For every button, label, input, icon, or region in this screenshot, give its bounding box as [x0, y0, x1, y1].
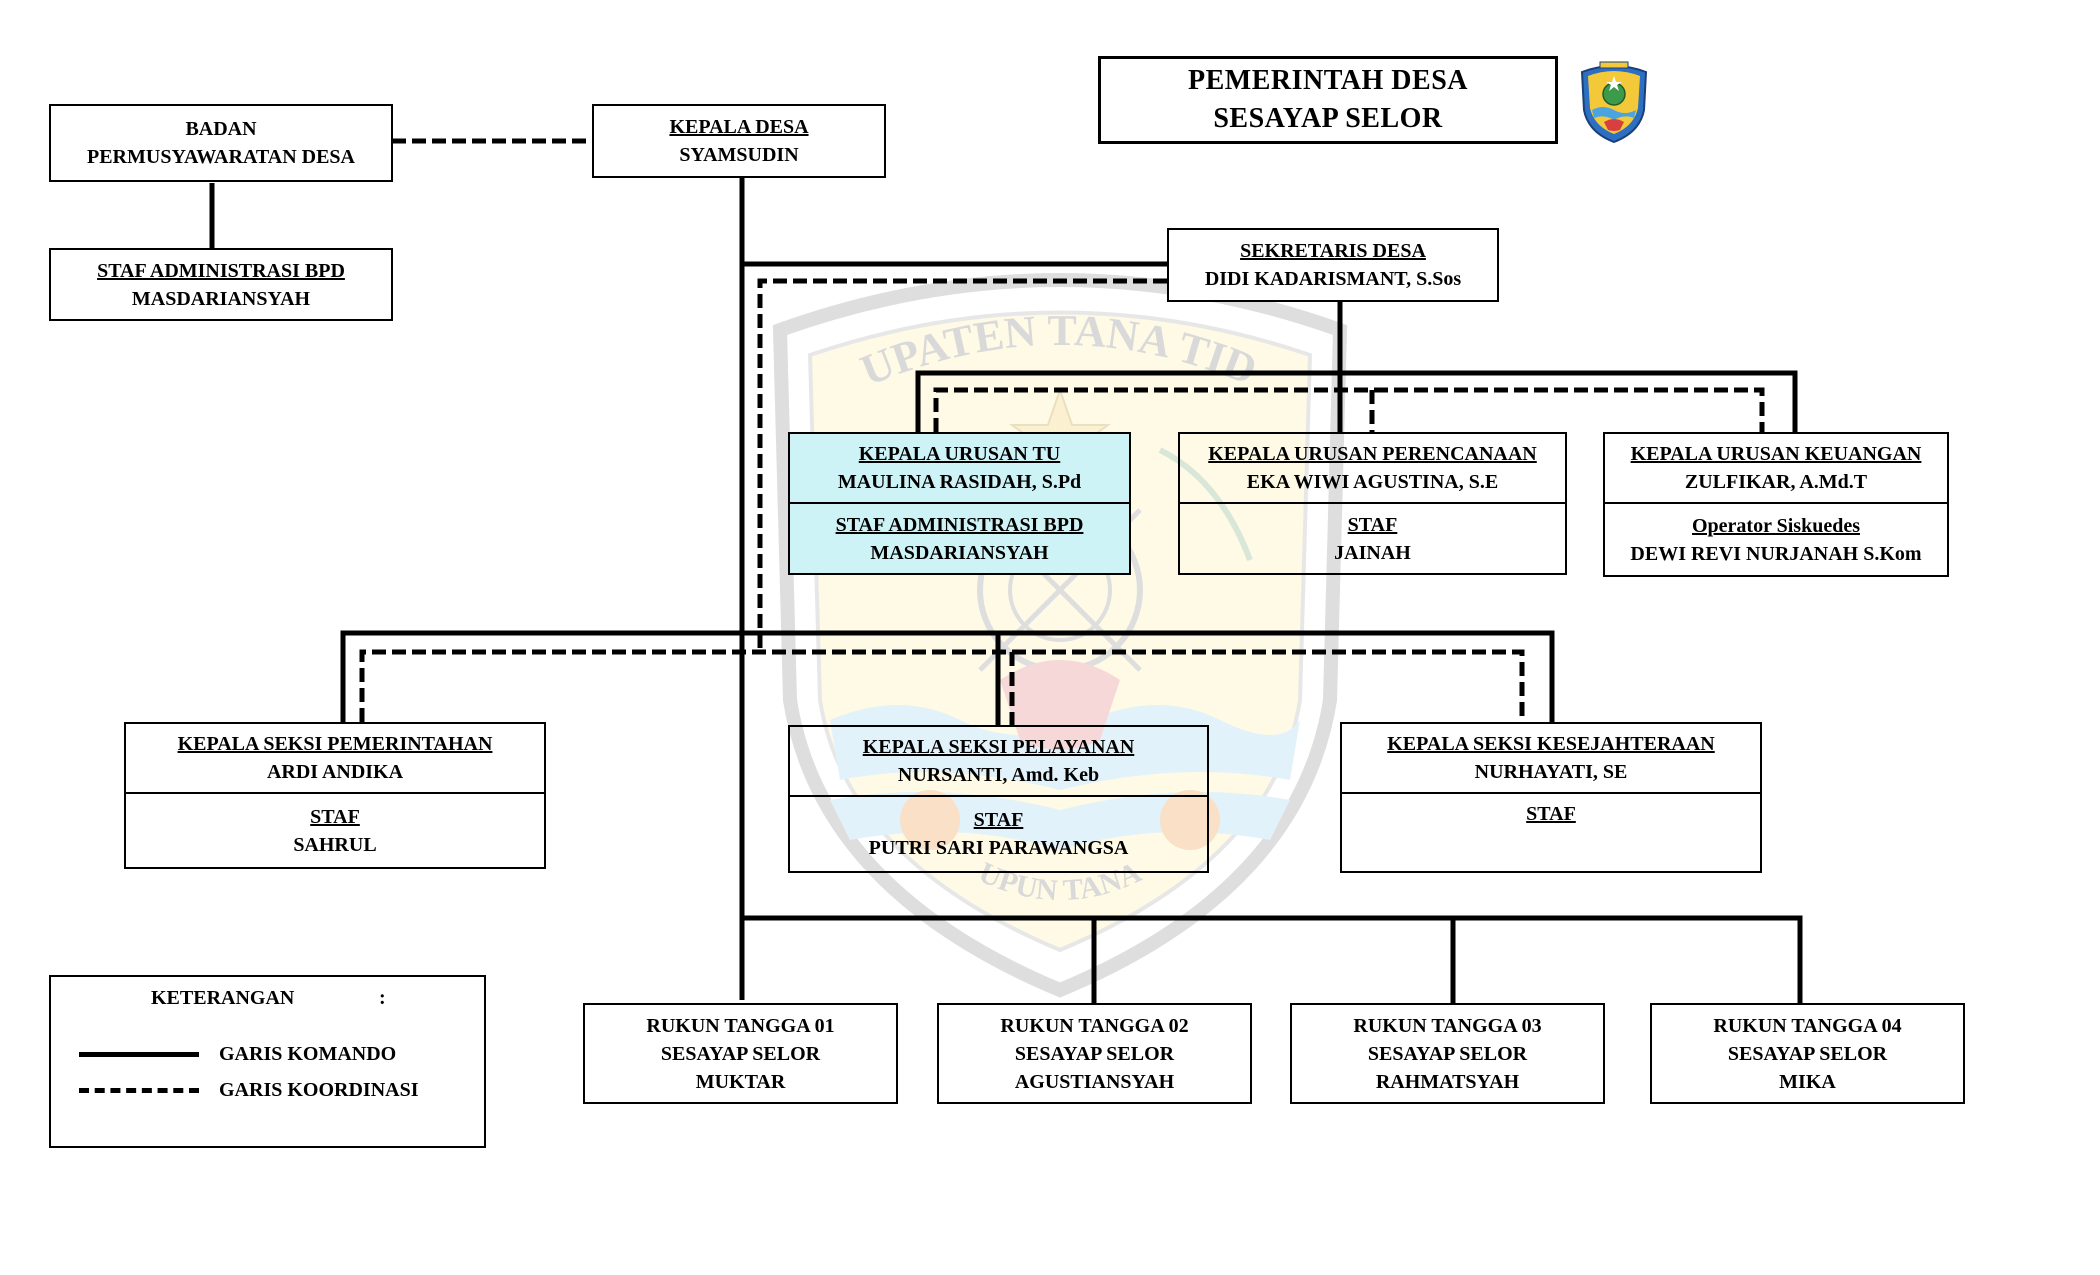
kaur-perencanaan-name: EKA WIWI AGUSTINA, S.E: [1246, 471, 1499, 493]
kasi-pelayanan-staff: STAF PUTRI SARI PARAWANGSA: [790, 797, 1207, 871]
rt-03-box: RUKUN TANGGA 03 SESAYAP SELOR RAHMATSYAH: [1290, 1003, 1605, 1104]
kaur-tu-staff-title: STAF ADMINISTRASI BPD: [835, 513, 1084, 536]
sekretaris-title: SEKRETARIS DESA: [1240, 240, 1426, 262]
rt-04-line2: SESAYAP SELOR: [1727, 1042, 1888, 1065]
header-line2: SESAYAP SELOR: [1213, 103, 1443, 134]
bpd-staff-name: MASDARIANSYAH: [131, 287, 311, 310]
kaur-tu-staff: STAF ADMINISTRASI BPD MASDARIANSYAH: [790, 504, 1129, 573]
line-kaur-command: [915, 370, 1798, 432]
kaur-perencanaan-staff: STAF JAINAH: [1180, 504, 1565, 573]
kaur-keuangan-head: KEPALA URUSAN KEUANGAN ZULFIKAR, A.Md.T: [1605, 434, 1947, 504]
kasi-pelayanan-box: KEPALA SEKSI PELAYANAN NURSANTI, Amd. Ke…: [788, 725, 1209, 873]
kasi-kesejahteraan-name: NURHAYATI, SE: [1474, 761, 1628, 783]
kaur-tu-box: KEPALA URUSAN TU MAULINA RASIDAH, S.Pd S…: [788, 432, 1131, 575]
bpd-line1: BADAN: [185, 118, 257, 140]
kaur-perencanaan-staff-name: JAINAH: [1334, 541, 1411, 564]
kasi-kesejahteraan-staff-title: STAF: [1526, 803, 1576, 825]
rt-01-line2: SESAYAP SELOR: [660, 1042, 821, 1065]
kasi-pemerintahan-title: KEPALA SEKSI PEMERINTAHAN: [177, 733, 493, 755]
header-title-box: PEMERINTAH DESA SESAYAP SELOR: [1098, 56, 1558, 144]
kepala-desa-title: KEPALA DESA: [669, 116, 809, 138]
rt-02-line3: AGUSTIANSYAH: [1014, 1070, 1175, 1093]
kepala-desa-box: KEPALA DESA SYAMSUDIN: [592, 104, 886, 178]
kaur-keuangan-name: ZULFIKAR, A.Md.T: [1684, 471, 1868, 493]
rt-04-line1: RUKUN TANGGA 04: [1713, 1014, 1902, 1037]
kaur-perencanaan-box: KEPALA URUSAN PERENCANAAN EKA WIWI AGUST…: [1178, 432, 1567, 575]
legend-dashed-line: [79, 1087, 199, 1093]
kaur-perencanaan-staff-title: STAF: [1347, 513, 1398, 536]
line-kasi-koordinasi: [359, 649, 1525, 722]
bpd-staff-box: STAF ADMINISTRASI BPD MASDARIANSYAH: [49, 248, 393, 321]
kaur-keuangan-staff-name: DEWI REVI NURJANAH S.Kom: [1630, 542, 1922, 565]
rt-04-line3: MIKA: [1779, 1070, 1836, 1093]
kasi-kesejahteraan-title: KEPALA SEKSI KESEJAHTERAAN: [1387, 733, 1715, 755]
kasi-pemerintahan-name: ARDI ANDIKA: [266, 761, 404, 783]
legend-solid-line: [79, 1051, 199, 1057]
bpd-staff-title: STAF ADMINISTRASI BPD: [97, 259, 345, 282]
rt-02-line2: SESAYAP SELOR: [1014, 1042, 1175, 1065]
kasi-pelayanan-staff-name: PUTRI SARI PARAWANGSA: [868, 837, 1129, 859]
kasi-pelayanan-head: KEPALA SEKSI PELAYANAN NURSANTI, Amd. Ke…: [790, 727, 1207, 797]
bpd-box: BADAN PERMUSYAWARATAN DESA: [49, 104, 393, 182]
kaur-tu-title: KEPALA URUSAN TU: [858, 443, 1061, 465]
kaur-keuangan-title: KEPALA URUSAN KEUANGAN: [1630, 443, 1922, 465]
kaur-perencanaan-head: KEPALA URUSAN PERENCANAAN EKA WIWI AGUST…: [1180, 434, 1565, 504]
kasi-pemerintahan-staff-title: STAF: [310, 805, 360, 828]
bpd-line2: PERMUSYAWARATAN DESA: [87, 146, 355, 168]
rt-01-line3: MUKTAR: [695, 1070, 786, 1093]
kaur-tu-name: MAULINA RASIDAH, S.Pd: [837, 471, 1082, 493]
legend-colon: :: [379, 987, 386, 1009]
rt-03-line2: SESAYAP SELOR: [1367, 1042, 1528, 1065]
kabupaten-tana-tidung-emblem-icon: [1580, 61, 1648, 144]
kasi-pelayanan-staff-title: STAF: [973, 809, 1024, 831]
kasi-pelayanan-name: NURSANTI, Amd. Keb: [897, 764, 1100, 786]
kasi-kesejahteraan-box: KEPALA SEKSI KESEJAHTERAAN NURHAYATI, SE…: [1340, 722, 1762, 873]
kasi-pelayanan-title: KEPALA SEKSI PELAYANAN: [862, 736, 1135, 758]
rt-01-line1: RUKUN TANGGA 01: [646, 1014, 835, 1037]
line-sekdes-koordinasi: [757, 278, 1167, 652]
rt-03-line3: RAHMATSYAH: [1375, 1070, 1520, 1093]
legend-box: KETERANGAN : GARIS KOMANDO GARIS KOORDIN…: [49, 975, 486, 1148]
rt-03-line1: RUKUN TANGGA 03: [1353, 1014, 1542, 1037]
line-kasi-command: [340, 630, 1555, 722]
kasi-pemerintahan-staff-name: SAHRUL: [293, 833, 377, 856]
line-kaur-koordinasi: [933, 387, 1765, 432]
kasi-kesejahteraan-head: KEPALA SEKSI KESEJAHTERAAN NURHAYATI, SE: [1342, 724, 1760, 794]
legend-solid-label: GARIS KOMANDO: [219, 1042, 397, 1065]
header-line1: PEMERINTAH DESA: [1187, 65, 1468, 96]
kaur-tu-head: KEPALA URUSAN TU MAULINA RASIDAH, S.Pd: [790, 434, 1129, 504]
rt-04-box: RUKUN TANGGA 04 SESAYAP SELOR MIKA: [1650, 1003, 1965, 1104]
legend-dashed-label: GARIS KOORDINASI: [219, 1078, 419, 1101]
legend-solid-row: GARIS KOMANDO: [79, 1041, 396, 1067]
kepala-desa-name: SYAMSUDIN: [679, 144, 799, 166]
kasi-pemerintahan-head: KEPALA SEKSI PEMERINTAHAN ARDI ANDIKA: [126, 724, 544, 794]
legend-title: KETERANGAN: [151, 987, 295, 1009]
kaur-keuangan-staff: Operator Siskuedes DEWI REVI NURJANAH S.…: [1605, 504, 1947, 575]
line-rt-command: [742, 915, 1803, 1003]
kasi-kesejahteraan-staff: STAF: [1342, 794, 1760, 871]
rt-01-box: RUKUN TANGGA 01 SESAYAP SELOR MUKTAR: [583, 1003, 898, 1104]
sekretaris-name: DIDI KADARISMANT, S.Sos: [1204, 268, 1462, 290]
kaur-keuangan-staff-title: Operator Siskuedes: [1692, 514, 1860, 537]
rt-02-line1: RUKUN TANGGA 02: [1000, 1014, 1189, 1037]
rt-02-box: RUKUN TANGGA 02 SESAYAP SELOR AGUSTIANSY…: [937, 1003, 1252, 1104]
kasi-pemerintahan-staff: STAF SAHRUL: [126, 794, 544, 867]
legend-dashed-row: GARIS KOORDINASI: [79, 1077, 418, 1103]
sekretaris-desa-box: SEKRETARIS DESA DIDI KADARISMANT, S.Sos: [1167, 228, 1499, 302]
kaur-tu-staff-name: MASDARIANSYAH: [870, 541, 1049, 564]
kaur-perencanaan-title: KEPALA URUSAN PERENCANAAN: [1208, 443, 1537, 465]
kaur-keuangan-box: KEPALA URUSAN KEUANGAN ZULFIKAR, A.Md.T …: [1603, 432, 1949, 577]
kasi-pemerintahan-box: KEPALA SEKSI PEMERINTAHAN ARDI ANDIKA ST…: [124, 722, 546, 869]
